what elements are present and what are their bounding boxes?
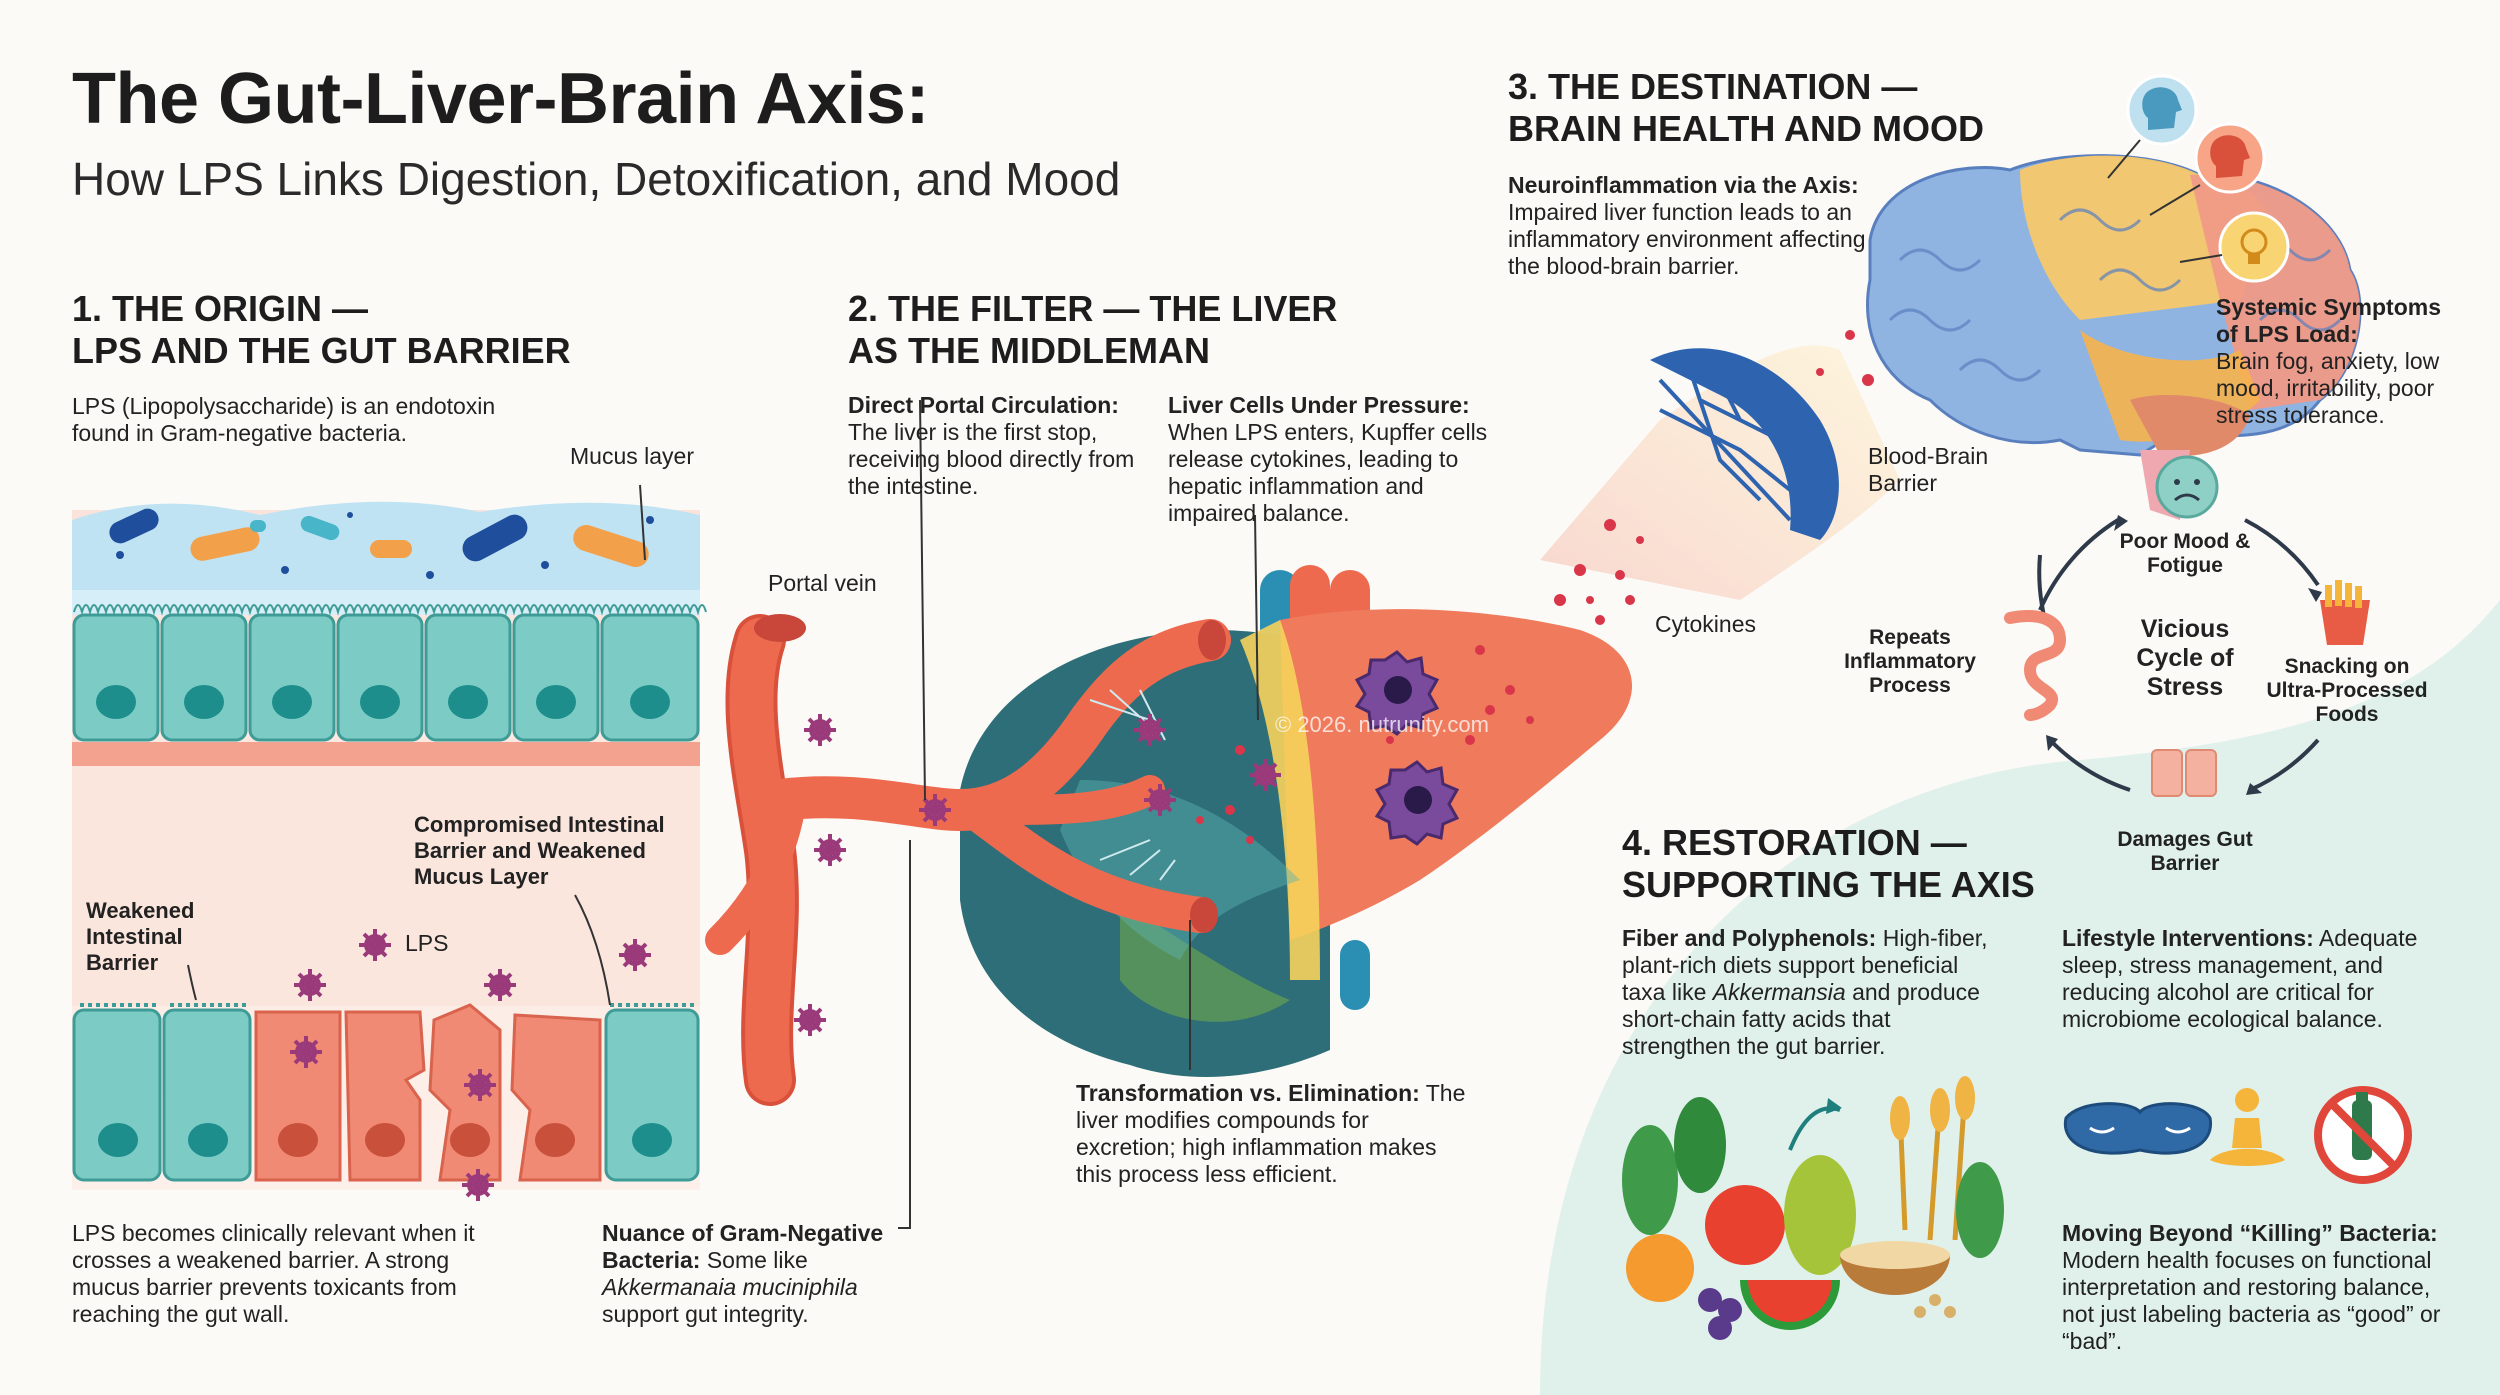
page-title: The Gut-Liver-Brain Axis:	[72, 59, 929, 139]
intestine-icon	[2004, 610, 2067, 721]
section1-heading: 1. THE ORIGIN —LPS AND THE GUT BARRIER	[72, 288, 571, 371]
head-profile-icon-2	[2194, 122, 2266, 194]
gut-cells-icon	[2151, 749, 2217, 797]
restoration-background	[1540, 600, 2500, 1395]
head-profile-icon	[2126, 74, 2198, 146]
liver-illustration	[705, 399, 1633, 1106]
watermark: © 2026. nutrunity.com	[1275, 712, 1489, 737]
page-subtitle: How LPS Links Digestion, Detoxification,…	[72, 153, 1121, 205]
gram-negative-nuance: Nuance of Gram-Negative Bacteria: Some l…	[602, 1220, 884, 1327]
cycle-item-mood: Poor Mood & Fotigue	[2119, 530, 2251, 577]
portal-vein-label: Portal vein	[768, 570, 877, 596]
portal-circulation-text: Direct Portal Circulation:The liver is t…	[848, 392, 1135, 499]
cycle-item-repeats: Repeats Inflammatory Process	[1844, 626, 1976, 697]
systemic-symptoms-text: Systemic Symptoms of LPS Load:Brain fog,…	[2216, 294, 2441, 428]
fries-icon	[2320, 580, 2370, 645]
cycle-item-gut-barrier: Damages Gut Barrier	[2117, 828, 2253, 875]
sleep-mask-icon	[2063, 1102, 2213, 1155]
lps-label: LPS	[405, 930, 449, 956]
mucus-layer-label: Mucus layer	[570, 443, 694, 469]
cycle-center-label: Vicious Cycle of Stress	[2136, 615, 2234, 701]
meditation-icon	[2210, 1088, 2285, 1166]
lifestyle-text: Lifestyle Interventions: Adequate sleep,…	[2062, 925, 2418, 1032]
cytokines-label: Cytokines	[1655, 611, 1756, 637]
sad-face-icon	[2155, 455, 2219, 519]
beyond-killing-text: Moving Beyond “Killing” Bacteria:Modern …	[2062, 1220, 2441, 1354]
lightbulb-icon	[2218, 211, 2290, 283]
section1-footer: LPS becomes clinically relevant when it …	[72, 1220, 475, 1327]
brain-illustration	[1540, 74, 2362, 625]
compromised-barrier-label: Compromised Intestinal Barrier and Weake…	[414, 812, 665, 889]
bbb-label: Blood-Brain Barrier	[1868, 443, 1989, 496]
transformation-text: Transformation vs. Elimination: The live…	[1076, 1080, 1466, 1187]
weakened-barrier-label: Weakened Intestinal Barrier	[86, 898, 195, 975]
neuroinflammation-text: Neuroinflammation via the Axis:Impaired …	[1508, 172, 1866, 279]
section1-intro: LPS (Lipopolysaccharide) is an endotoxin…	[72, 393, 496, 446]
fiber-polyphenols-text: Fiber and Polyphenols: High-fiber, plant…	[1622, 925, 1988, 1059]
vicious-cycle-diagram	[2004, 455, 2370, 797]
section4-heading: 4. RESTORATION —SUPPORTING THE AXIS	[1622, 822, 2035, 905]
no-alcohol-icon	[2314, 1086, 2412, 1184]
cycle-item-snacking: Snacking on Ultra-Processed Foods	[2266, 655, 2428, 726]
section3-heading: 3. THE DESTINATION —BRAIN HEALTH AND MOO…	[1508, 66, 1984, 149]
produce-basket	[1622, 1076, 2004, 1340]
liver-cells-text: Liver Cells Under Pressure:When LPS ente…	[1168, 392, 1488, 526]
gut-barrier-illustration	[72, 484, 911, 1229]
restoration-illustration	[1622, 1076, 2412, 1340]
